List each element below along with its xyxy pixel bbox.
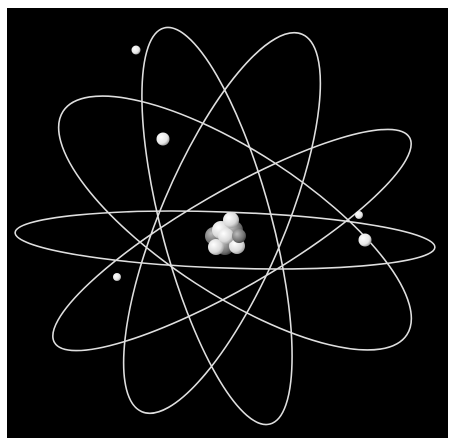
atom-canvas: [7, 8, 448, 438]
electron: [113, 273, 121, 281]
electron: [157, 133, 170, 146]
electron: [355, 211, 363, 219]
electron: [132, 46, 141, 55]
nucleus: [205, 212, 246, 255]
atom-svg: [7, 8, 448, 438]
electron: [359, 234, 372, 247]
